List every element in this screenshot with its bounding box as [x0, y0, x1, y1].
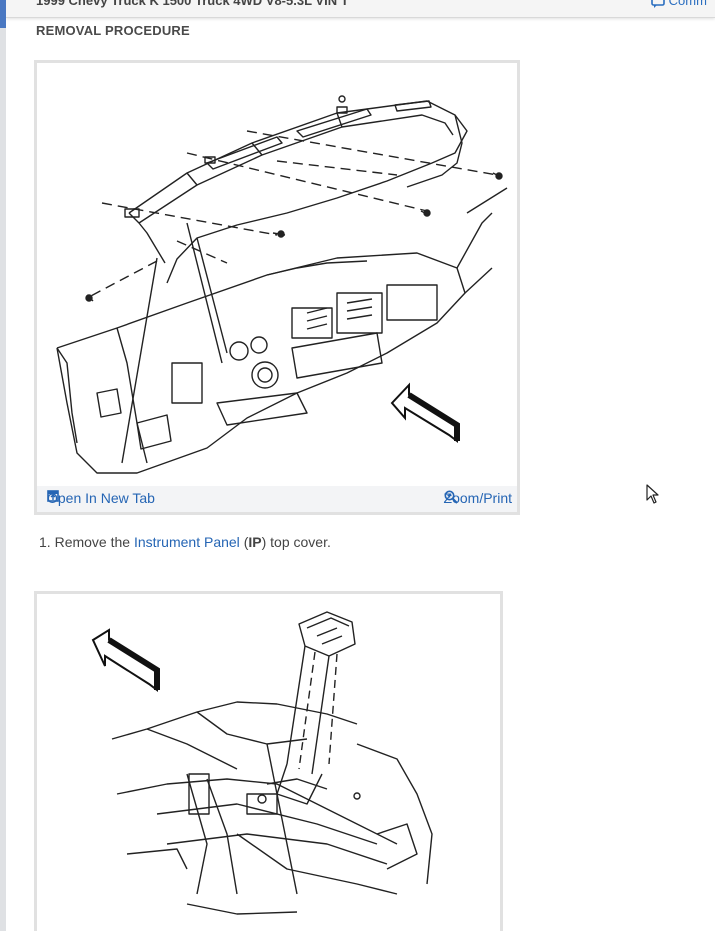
- step-text-before: Remove the: [54, 534, 131, 550]
- figure-second-illustration: [34, 591, 503, 931]
- left-edge-marker: [0, 0, 6, 28]
- instrument-panel-link[interactable]: Instrument Panel: [133, 534, 240, 550]
- step-number: 1.: [39, 534, 51, 550]
- open-in-new-tab-label: Open In New Tab: [47, 490, 155, 506]
- step-text-after: top cover.: [270, 534, 331, 550]
- comment-icon: [651, 0, 665, 8]
- document-page: 1999 Chevy Truck K 1500 Truck 4WD V8-5.3…: [6, 0, 715, 931]
- left-scroll-edge: [0, 0, 6, 931]
- section-heading: REMOVAL PROCEDURE: [36, 23, 190, 38]
- open-in-new-tab-link[interactable]: Open In New Tab: [47, 490, 155, 506]
- page-title: 1999 Chevy Truck K 1500 Truck 4WD V8-5.3…: [36, 0, 349, 8]
- figure-ip-top-cover: Open In New Tab Zoom/Print: [34, 60, 520, 515]
- direction-arrow: [390, 382, 460, 443]
- step-paren-close: ): [261, 534, 267, 550]
- step-bold-abbrev: IP: [248, 534, 262, 550]
- zoom-print-label: Zoom/Print: [443, 490, 512, 506]
- comment-button[interactable]: Comm: [651, 0, 707, 8]
- zoom-in-icon: [444, 490, 458, 504]
- step-paren-open: (: [243, 534, 249, 550]
- zoom-print-link[interactable]: Zoom/Print: [444, 490, 512, 506]
- step-1: 1. Remove the Instrument Panel (IP) top …: [39, 534, 331, 550]
- mouse-pointer-icon: [646, 484, 660, 509]
- direction-arrow-2: [91, 628, 160, 692]
- header-bar: 1999 Chevy Truck K 1500 Truck 4WD V8-5.3…: [6, 0, 715, 18]
- figure-toolbar: Open In New Tab Zoom/Print: [37, 486, 517, 512]
- ip-top-cover-illustration: [56, 95, 508, 474]
- open-new-tab-icon: [47, 490, 59, 502]
- module-bracket-illustration: [91, 611, 433, 915]
- comment-label: Comm: [668, 0, 707, 8]
